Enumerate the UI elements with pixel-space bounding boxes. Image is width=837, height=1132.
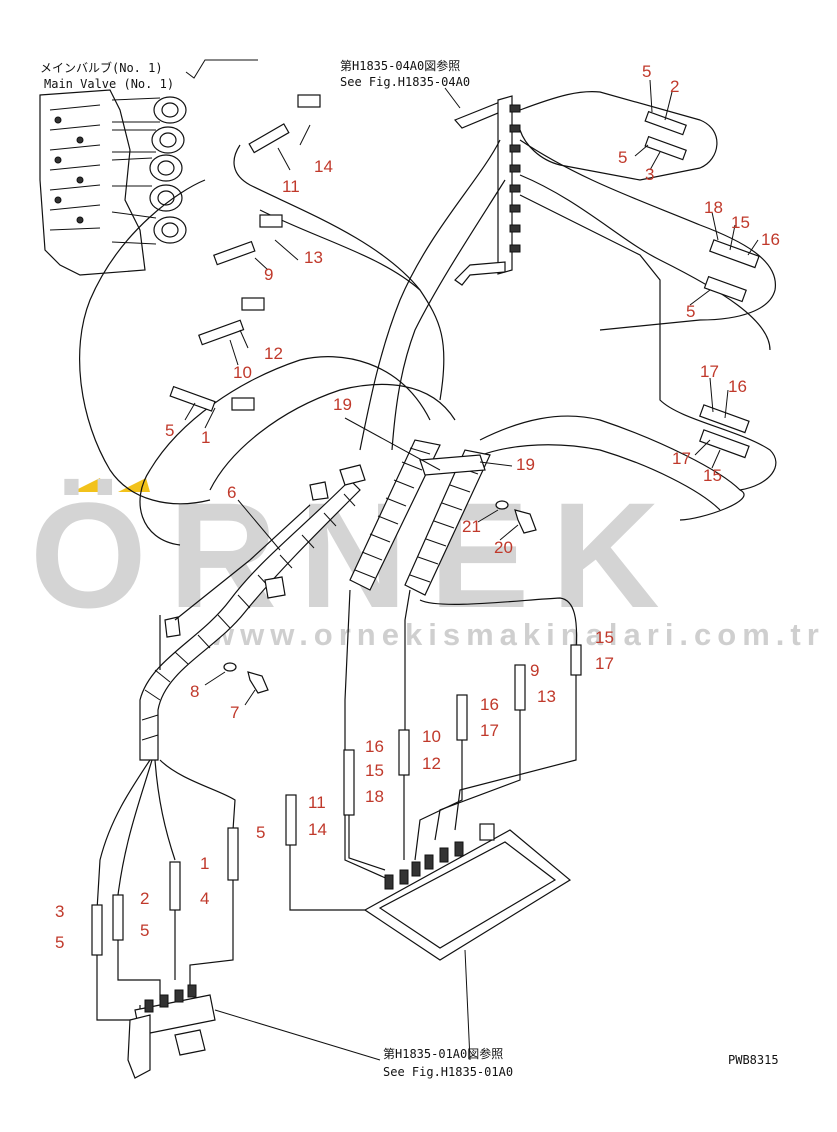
callout-number: 18 (365, 787, 384, 806)
callout-number: 8 (190, 682, 199, 701)
callout-number: 17 (672, 449, 691, 468)
watermark-accent-left (72, 478, 104, 492)
callout-number: 16 (728, 377, 747, 396)
callout-number: 18 (704, 198, 723, 217)
callout-number: 14 (308, 820, 327, 839)
callout-number: 4 (200, 889, 209, 908)
main-valve-label-en: Main Valve (No. 1) (44, 77, 174, 91)
callout-number: 5 (686, 302, 695, 321)
hose-routing (78, 91, 777, 1021)
callout-number: 11 (308, 793, 326, 812)
callout-number: 17 (595, 654, 614, 673)
callout-number: 2 (670, 77, 679, 96)
callout-number: 10 (233, 363, 252, 382)
callout-number: 15 (595, 628, 614, 647)
watermark-url: www.ornekismakinalari.com.tr (209, 617, 825, 652)
watermark-brand: ÖRNEK (30, 471, 682, 639)
callout-number: 19 (333, 395, 352, 414)
callout-number: 3 (645, 165, 654, 184)
main-valve-label-ja: メインバルブ(No. 1) (40, 60, 163, 75)
callout-number: 1 (200, 854, 209, 873)
callout-group-middle: 19 19 6 21 20 8 7 (190, 395, 535, 722)
callout-number: 13 (537, 687, 556, 706)
hose-fittings (91, 94, 760, 956)
callout-number: 15 (365, 761, 384, 780)
callout-number: 5 (618, 148, 627, 167)
callout-number: 15 (731, 213, 750, 232)
callout-group-top-right: 5 2 5 3 18 15 16 5 17 16 17 15 (618, 62, 780, 485)
callout-number: 14 (314, 157, 333, 176)
callout-number: 10 (422, 727, 441, 746)
callout-number: 5 (140, 921, 149, 940)
callout-number: 5 (55, 933, 64, 952)
callout-number: 5 (642, 62, 651, 81)
callout-number: 17 (700, 362, 719, 381)
callout-number: 13 (304, 248, 323, 267)
clamp-brackets (159, 481, 329, 670)
ref-bottom-en: See Fig.H1835-01A0 (383, 1065, 513, 1079)
ref-top-ja: 第H1835-04A0図参照 (340, 58, 460, 73)
callout-number: 1 (201, 428, 210, 447)
callout-number: 9 (530, 661, 539, 680)
callout-number: 5 (256, 823, 265, 842)
callout-number: 19 (516, 455, 535, 474)
callout-leaders (184, 79, 759, 706)
callout-group-upper-left: 14 11 13 9 12 10 5 1 (165, 157, 333, 447)
callout-group-lower-center: 15 17 9 13 16 17 10 12 16 15 18 11 14 (308, 628, 614, 839)
valve-bracket (453, 95, 521, 286)
callout-number: 16 (480, 695, 499, 714)
callout-number: 7 (230, 703, 239, 722)
bottom-right-manifold (363, 823, 572, 961)
callout-number: 12 (264, 344, 283, 363)
ref-top-en: See Fig.H1835-04A0 (340, 75, 470, 89)
callout-number: 2 (140, 889, 149, 908)
figure-code: PWB8315 (728, 1053, 779, 1067)
callout-number: 17 (480, 721, 499, 740)
callout-number: 9 (264, 265, 273, 284)
callout-number: 11 (282, 177, 300, 196)
hardware (223, 500, 537, 694)
callout-group-lower-left: 5 1 4 3 2 5 5 (55, 823, 265, 952)
callout-number: 5 (165, 421, 174, 440)
ref-bottom-ja: 第H1835-01A0図参照 (383, 1046, 503, 1061)
callout-number: 3 (55, 902, 64, 921)
spiral-sleeve (139, 439, 491, 761)
bottom-left-manifold (127, 984, 216, 1079)
callout-number: 6 (227, 483, 236, 502)
main-valve-assembly (39, 89, 187, 276)
callout-number: 16 (761, 230, 780, 249)
callout-number: 21 (462, 517, 481, 536)
callout-number: 16 (365, 737, 384, 756)
callout-number: 12 (422, 754, 441, 773)
callout-number: 15 (703, 466, 722, 485)
callout-number: 20 (494, 538, 513, 557)
